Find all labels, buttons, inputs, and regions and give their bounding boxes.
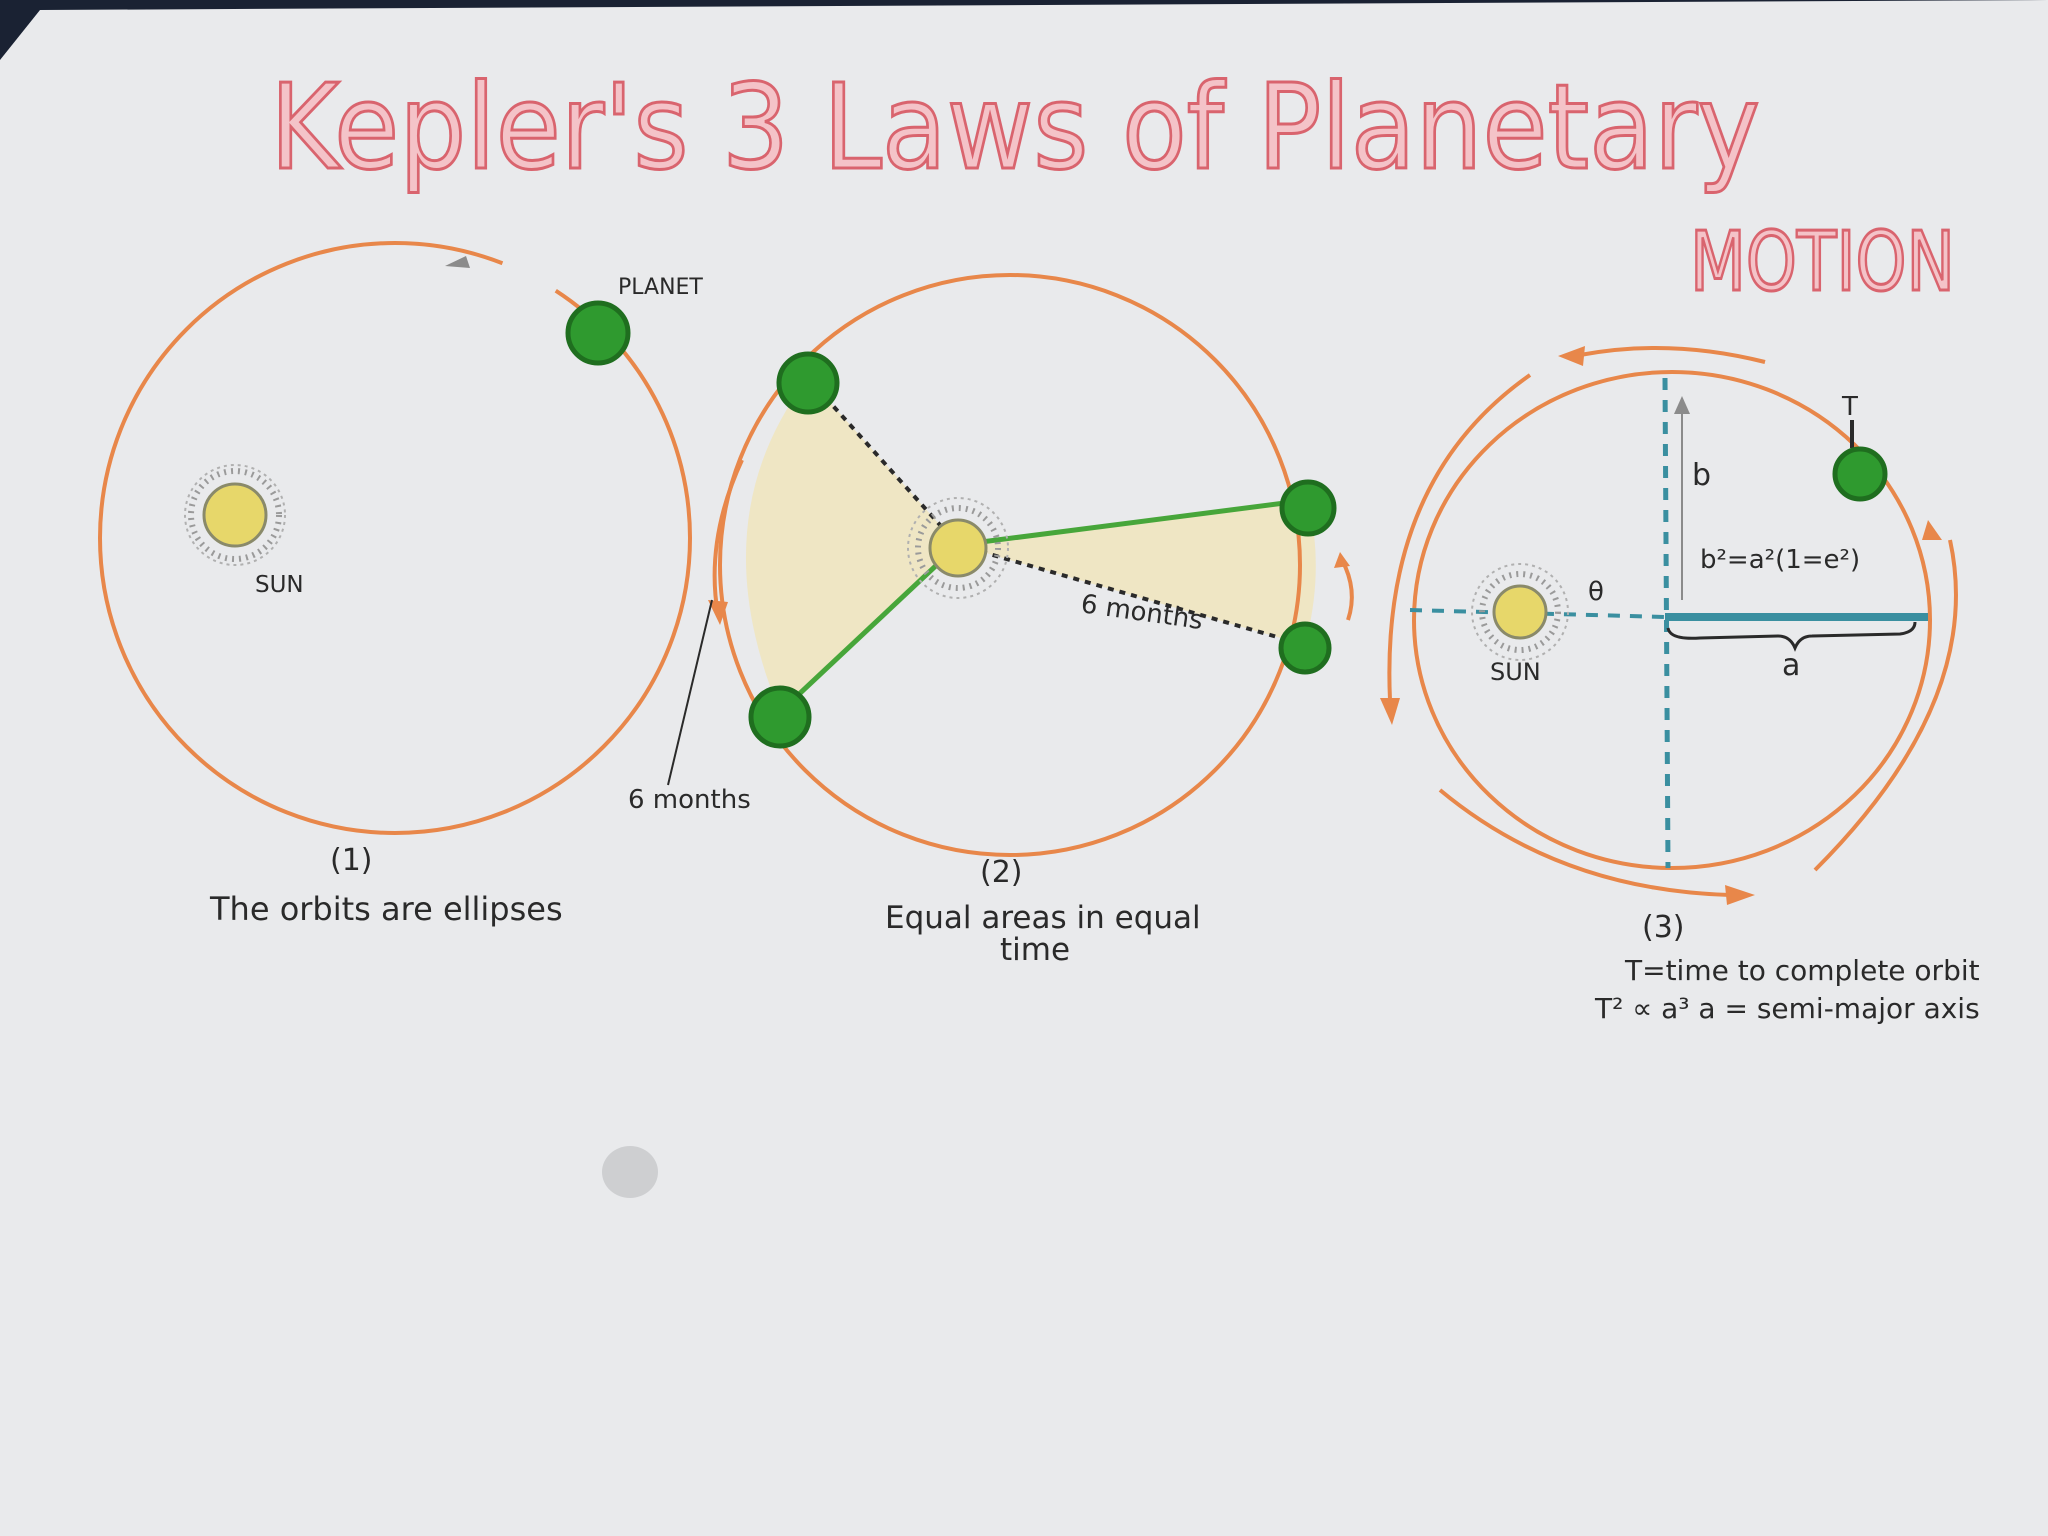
law2-left-arrowhead-icon <box>708 600 728 625</box>
law3-arc-bottom <box>1438 788 1731 897</box>
law2-area-left <box>745 378 958 712</box>
law2-orbit <box>718 273 1302 857</box>
title-line-2: MOTION <box>1690 215 1955 310</box>
law2-label-pointer <box>667 599 713 786</box>
law3-caption-line1: T=time to complete orbit <box>1624 954 1980 987</box>
law3-a-label: a <box>1782 648 1800 683</box>
law3-diagram: b b²=a²(1=e²) a SUN θ T (3) T=time to co… <box>1380 345 1980 1025</box>
law1-sun-label: SUN <box>255 572 304 598</box>
law2-planet-right-lower <box>1278 621 1332 675</box>
title-line-1: Kepler's 3 Laws of Planetary <box>270 58 1760 196</box>
law3-sun-icon <box>1471 563 1569 661</box>
law3-arc-top <box>1579 345 1766 364</box>
law2-number: (2) <box>980 855 1023 890</box>
law1-planet <box>565 300 631 366</box>
law2-sun-icon <box>907 497 1009 599</box>
law3-arc-left-arrowhead-icon <box>1380 698 1400 725</box>
law2-solid-radius-1 <box>778 543 960 714</box>
law3-sun-label: SUN <box>1490 658 1541 686</box>
law1-caption: The orbits are ellipses <box>209 890 563 928</box>
law3-caption-line2: T² ∝ a³ a = semi-major axis <box>1594 992 1980 1025</box>
law3-minor-axis <box>1662 377 1671 869</box>
law3-number: (3) <box>1642 910 1685 945</box>
law3-arc-bottom-arrowhead-icon <box>1725 885 1755 905</box>
law1-number: (1) <box>330 843 373 878</box>
law3-t-label: T <box>1841 392 1858 422</box>
law3-equation: b²=a²(1=e²) <box>1700 545 1860 575</box>
law2-planet-bottom-left <box>748 685 812 749</box>
law3-arc-right <box>1813 539 1958 872</box>
paper-smudge <box>602 1146 658 1198</box>
law2-left-arrow-icon <box>712 459 744 616</box>
law3-b-label: b <box>1692 458 1711 493</box>
law2-planet-right-upper <box>1279 479 1337 537</box>
law1-direction-arrow-icon <box>445 256 470 268</box>
law1-sun-icon <box>184 464 286 566</box>
law2-caption-line1: Equal areas in equal <box>885 900 1201 936</box>
law2-time-label-outer: 6 months <box>628 785 751 815</box>
law1-orbit <box>98 241 692 835</box>
law3-arc-left <box>1387 373 1532 701</box>
law2-dashed-radius-1 <box>806 376 960 547</box>
law3-theta-label: θ <box>1588 577 1604 607</box>
law2-dashed-radius-2 <box>957 543 1306 647</box>
law3-orbit <box>1412 370 1932 870</box>
law3-planet <box>1832 446 1888 502</box>
law2-area-right <box>958 500 1316 645</box>
law3-a-brace <box>1666 621 1917 652</box>
law3-b-arrowhead-icon <box>1674 396 1690 414</box>
law2-planet-top-left <box>776 351 840 415</box>
law3-arc-right-arrowhead-icon <box>1922 520 1942 540</box>
law2-diagram: 6 months 6 months (2) Equal areas in equ… <box>628 273 1354 968</box>
law3-arc-top-arrowhead-icon <box>1558 346 1585 366</box>
law2-solid-radius-2 <box>957 497 1309 548</box>
law1-planet-label: PLANET <box>618 275 703 300</box>
law2-caption-line2: time <box>1000 932 1070 968</box>
law2-right-arrowhead-icon <box>1334 552 1350 568</box>
law1-diagram: PLANET SUN (1) The orbits are ellipses <box>98 241 703 928</box>
